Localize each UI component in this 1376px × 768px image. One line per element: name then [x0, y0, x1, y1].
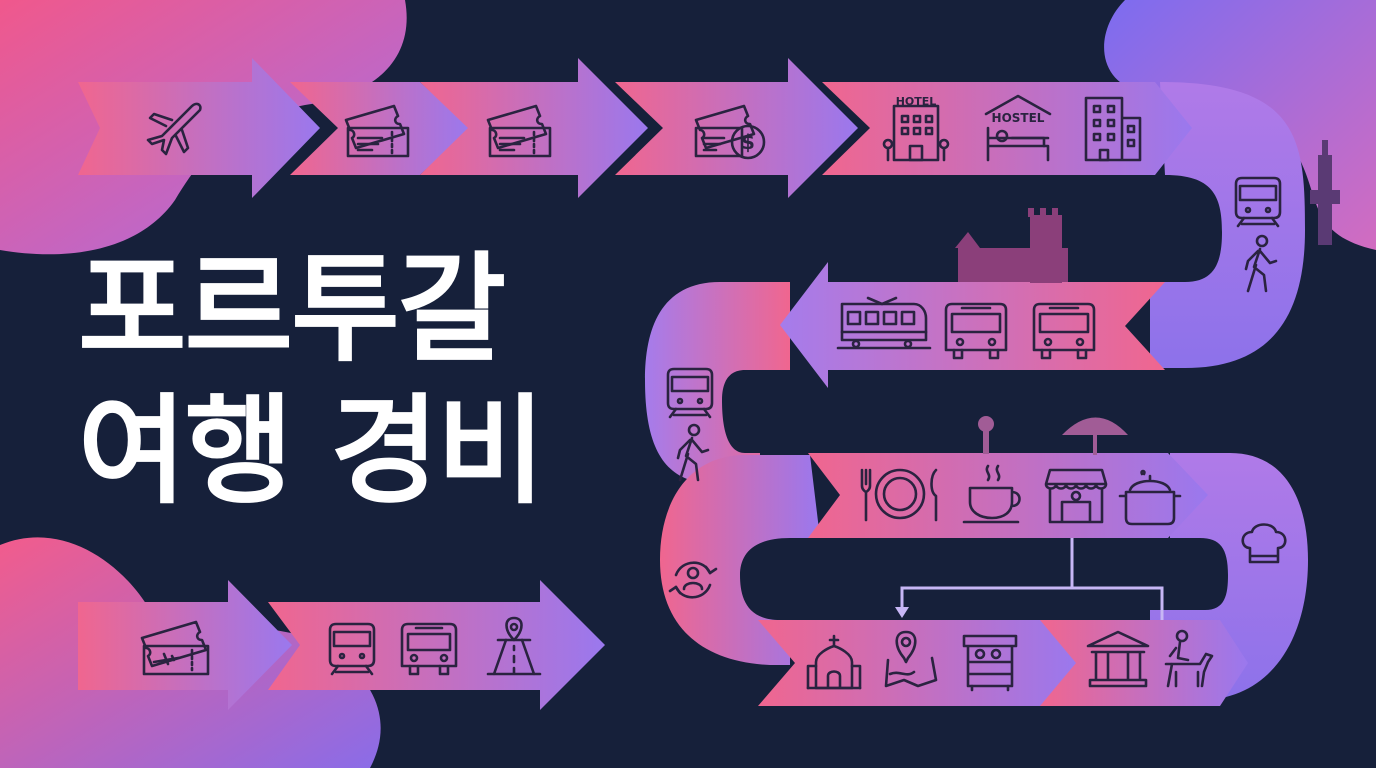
castle-silhouette: [955, 208, 1068, 283]
train-icon: [666, 367, 714, 419]
bus-icon: [1032, 302, 1096, 360]
souvenir-stall-icon: [962, 634, 1018, 692]
decor-blob-top-right: [1104, 0, 1376, 250]
key-decor: [978, 416, 994, 454]
arrow-transport: [780, 262, 1165, 388]
ticket-icon: [486, 104, 552, 158]
arrow-bottom-transport: [268, 580, 605, 710]
chef-hat-icon: [1241, 523, 1287, 564]
walking-icon: [1244, 234, 1278, 293]
road-icon: [486, 616, 542, 676]
recycle-person-icon: [668, 561, 718, 599]
currency-symbol: $: [741, 130, 755, 154]
arrow-sights-2: [1040, 620, 1248, 706]
flight-ticket-icon: [140, 620, 210, 676]
page-title-line-2: 여행 경비: [78, 382, 545, 520]
hotel-icon: HOTEL: [882, 95, 950, 162]
market-stall-icon: [1044, 468, 1108, 524]
horse-rider-icon: [1164, 629, 1214, 688]
apartment-icon: [1084, 96, 1142, 162]
train-icon: [1234, 176, 1282, 228]
hostel-icon: HOSTEL: [984, 94, 1052, 162]
hostel-sign: HOSTEL: [992, 111, 1045, 125]
arrow-flight: [78, 58, 320, 198]
cooking-pot-icon: [1118, 469, 1182, 526]
route-curve-left-middle: [645, 282, 790, 480]
map-pin-icon: [884, 630, 938, 688]
train-icon: [328, 622, 376, 676]
page-title-line-1: 포르투갈: [78, 240, 506, 378]
branch-arrowhead: [895, 607, 909, 618]
ticket-money-icon: $: [694, 104, 766, 160]
airplane-icon: [146, 102, 202, 156]
branch-connector: [900, 538, 1164, 620]
bus-icon: [400, 622, 458, 676]
bus-icon: [944, 302, 1008, 360]
monument-silhouette: [1310, 140, 1340, 245]
umbrella-decor: [1062, 417, 1128, 455]
coffee-cup-icon: [962, 464, 1021, 524]
route-curve-left-bottom: [660, 455, 820, 665]
cathedral-icon: [806, 634, 862, 690]
museum-icon: [1086, 630, 1150, 688]
ticket-icon: [344, 104, 410, 158]
walking-icon: [676, 423, 710, 482]
hotel-sign: HOTEL: [896, 95, 937, 108]
cutlery-plate-icon: [860, 468, 938, 522]
route-curve-right-top: [1150, 82, 1305, 368]
tram-icon: [836, 296, 932, 350]
arrow-sights-1: [758, 620, 1078, 706]
